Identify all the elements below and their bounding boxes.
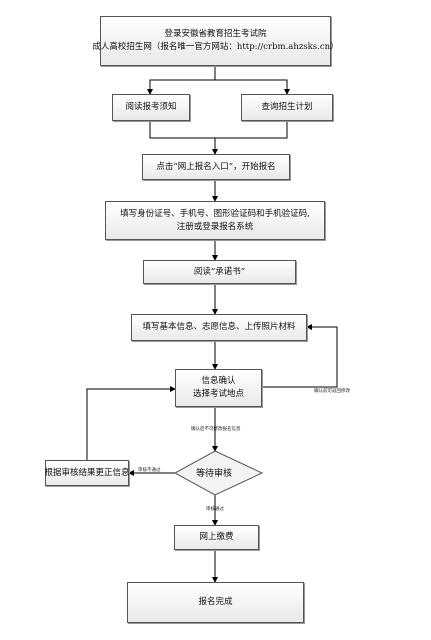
- node-confirm: 信息确认 选择考试地点: [175, 369, 262, 407]
- node-read-promise-label: 阅读“承诺书”: [193, 266, 246, 277]
- label-not-passed: 审核不通过: [138, 468, 161, 473]
- edge-correct-confirm: [86, 386, 176, 460]
- node-read-notice-label: 阅读报考须知: [125, 102, 177, 112]
- node-start: 登录安徽省教育招生考试院 成人高校招生网（报名唯一官方网站：http://crb…: [92, 16, 339, 66]
- node-read-notice: 阅读报考须知: [112, 94, 190, 121]
- node-click-entry: 点击“网上报名入口”，开始报名: [142, 154, 290, 180]
- node-register-line1: 填写身份证号、手机号、图形验证码和手机验证码,: [120, 208, 310, 219]
- review-diamond: [173, 450, 264, 496]
- node-done-label: 报名完成: [198, 597, 233, 607]
- node-query-plan-label: 查询招生计划: [261, 102, 313, 112]
- edge-start-split-right: [215, 79, 290, 95]
- node-correct: 根据审核结果更正信息: [44, 460, 130, 486]
- node-review-label: 等待审核: [196, 469, 233, 479]
- edge-start-split: [147, 66, 216, 95]
- label-before-confirm: 确认前可返回修改: [314, 389, 350, 394]
- edge-confirm-back: [262, 324, 338, 388]
- node-click-entry-label: 点击“网上报名入口”，开始报名: [156, 161, 276, 172]
- node-done: 报名完成: [127, 582, 304, 623]
- label-passed: 审核通过: [206, 507, 224, 512]
- node-start-line2: 成人高校招生网（报名唯一官方网站：http://crbm.ahzsks.cn）: [92, 42, 339, 52]
- node-confirm-line2: 选择考试地点: [192, 389, 244, 399]
- node-fill-info-label: 填写基本信息、志愿信息、上传照片材料: [142, 322, 296, 332]
- edge-merge-click: [149, 121, 288, 139]
- node-correct-label: 根据审核结果更正信息: [44, 467, 130, 478]
- label-after-confirm: 确认后不可修改报名信息: [191, 427, 241, 432]
- node-read-promise: 阅读“承诺书”: [143, 260, 296, 284]
- node-register: 填写身份证号、手机号、图形验证码和手机验证码, 注册或登录报名系统: [105, 201, 325, 240]
- node-register-line2: 注册或登录报名系统: [176, 221, 254, 232]
- node-confirm-line1: 信息确认: [201, 376, 236, 386]
- node-pay: 网上缴费: [174, 525, 259, 550]
- node-query-plan: 查询招生计划: [241, 94, 333, 121]
- node-fill-info: 填写基本信息、志愿信息、上传照片材料: [131, 314, 307, 341]
- node-start-line1: 登录安徽省教育招生考试院: [164, 29, 267, 39]
- node-pay-label: 网上缴费: [199, 532, 234, 542]
